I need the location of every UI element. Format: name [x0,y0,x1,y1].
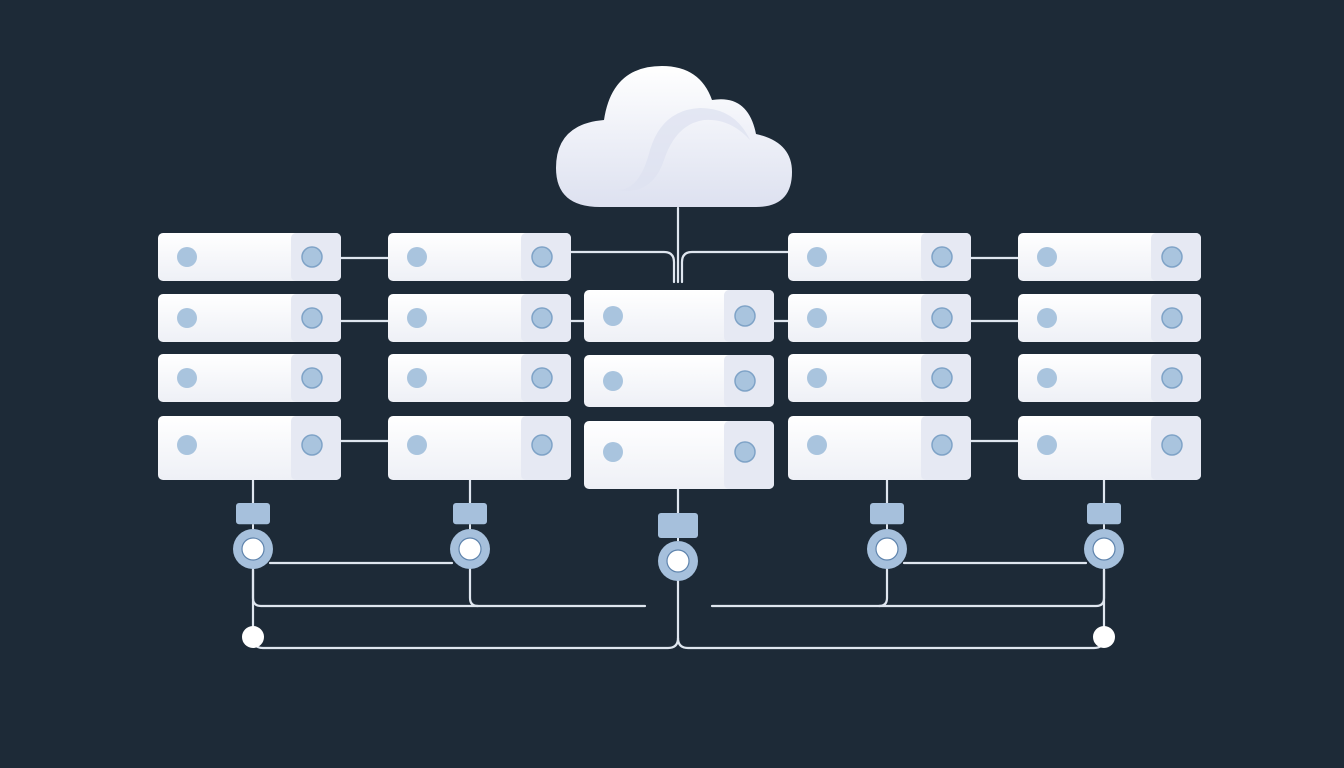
bus-end-left [242,626,264,648]
connector-square [870,503,904,525]
cloud-icon [556,66,792,207]
switch-2-to-mid-bus [468,566,480,608]
rack-1 [158,233,341,480]
server-unit [158,294,341,342]
server-unit [1018,354,1201,402]
cloud-to-rack-2-wire [569,250,676,284]
rack-3 [584,290,774,489]
status-led-left [1037,435,1057,455]
status-led-right [1161,434,1183,456]
server-unit [388,233,571,281]
status-led-left [177,368,197,388]
connector-square [453,503,487,525]
switch-4 [867,503,907,569]
status-led-right [301,367,323,389]
status-led-right [734,305,756,327]
switch-1 [233,503,273,569]
switch-2 [450,503,490,569]
status-led-left [407,435,427,455]
server-unit [158,354,341,402]
rack-5 [1018,233,1201,480]
connector-square [1087,503,1121,525]
connector-square [236,503,270,525]
status-led-right [301,246,323,268]
server-unit [788,233,971,281]
server-unit [1018,233,1201,281]
server-unit [388,354,571,402]
status-led-right [931,307,953,329]
status-led-left [603,306,623,326]
server-unit [584,290,774,342]
connector-node-core [875,537,899,561]
server-unit [788,416,971,480]
left-mid-bus [251,566,647,608]
status-led-right [931,246,953,268]
connector-square [658,513,698,538]
rack-4 [788,233,971,480]
cloud-shade [618,108,750,191]
status-led-right [301,307,323,329]
bus-end-right [1093,626,1115,648]
status-led-right [301,434,323,456]
server-unit [788,294,971,342]
right-bottom-bus [676,624,1106,650]
server-unit [158,416,341,480]
status-led-right [531,367,553,389]
switch-3 [658,513,698,581]
connector-node-core [458,537,482,561]
status-led-left [1037,247,1057,267]
status-led-right [734,441,756,463]
status-led-right [1161,367,1183,389]
status-led-right [931,367,953,389]
server-unit [584,421,774,489]
server-unit [788,354,971,402]
status-led-left [807,435,827,455]
status-led-left [807,308,827,328]
rack-2 [388,233,571,480]
status-led-left [1037,368,1057,388]
server-unit [584,355,774,407]
status-led-right [734,370,756,392]
status-led-left [807,247,827,267]
right-mid-bus [710,566,1106,608]
status-led-right [531,434,553,456]
status-led-right [531,246,553,268]
connector-node-core [666,549,690,573]
server-unit [158,233,341,281]
status-led-left [177,308,197,328]
left-bottom-bus [251,578,680,650]
status-led-left [1037,308,1057,328]
status-led-left [603,442,623,462]
status-led-left [407,368,427,388]
status-led-right [1161,246,1183,268]
status-led-left [603,371,623,391]
server-unit [388,294,571,342]
status-led-left [407,247,427,267]
server-unit [1018,294,1201,342]
status-led-left [807,368,827,388]
status-led-right [931,434,953,456]
status-led-right [1161,307,1183,329]
status-led-right [531,307,553,329]
status-led-left [407,308,427,328]
status-led-left [177,435,197,455]
connector-node-core [1092,537,1116,561]
switch-5 [1084,503,1124,569]
connector-node-core [241,537,265,561]
status-led-left [177,247,197,267]
server-unit [388,416,571,480]
cloud-to-rack-4-wire [680,250,790,284]
wire-layer [251,206,1106,650]
switch-4-to-mid-bus [877,566,889,608]
server-unit [1018,416,1201,480]
